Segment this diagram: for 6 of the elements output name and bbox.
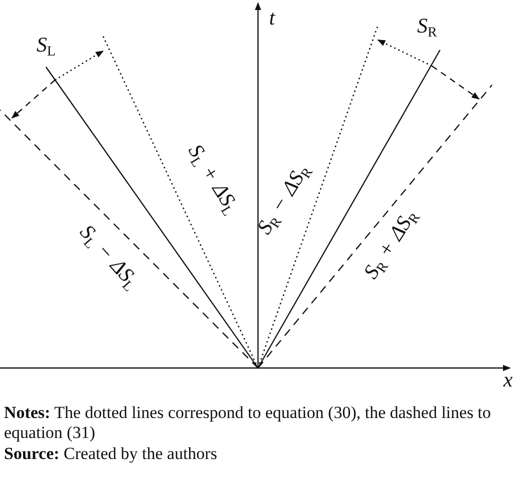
source-note: Source: Created by the authors [4,444,218,464]
wave-label: S$_{R}$ [417,16,437,40]
caption: Notes: The dotted lines correspond to equation (30), the dashed lines to equation (31) [4,403,492,443]
axis-label: t [269,8,275,28]
axis-label: x [503,370,513,390]
wave-label: S$_{L}$ [36,34,56,60]
